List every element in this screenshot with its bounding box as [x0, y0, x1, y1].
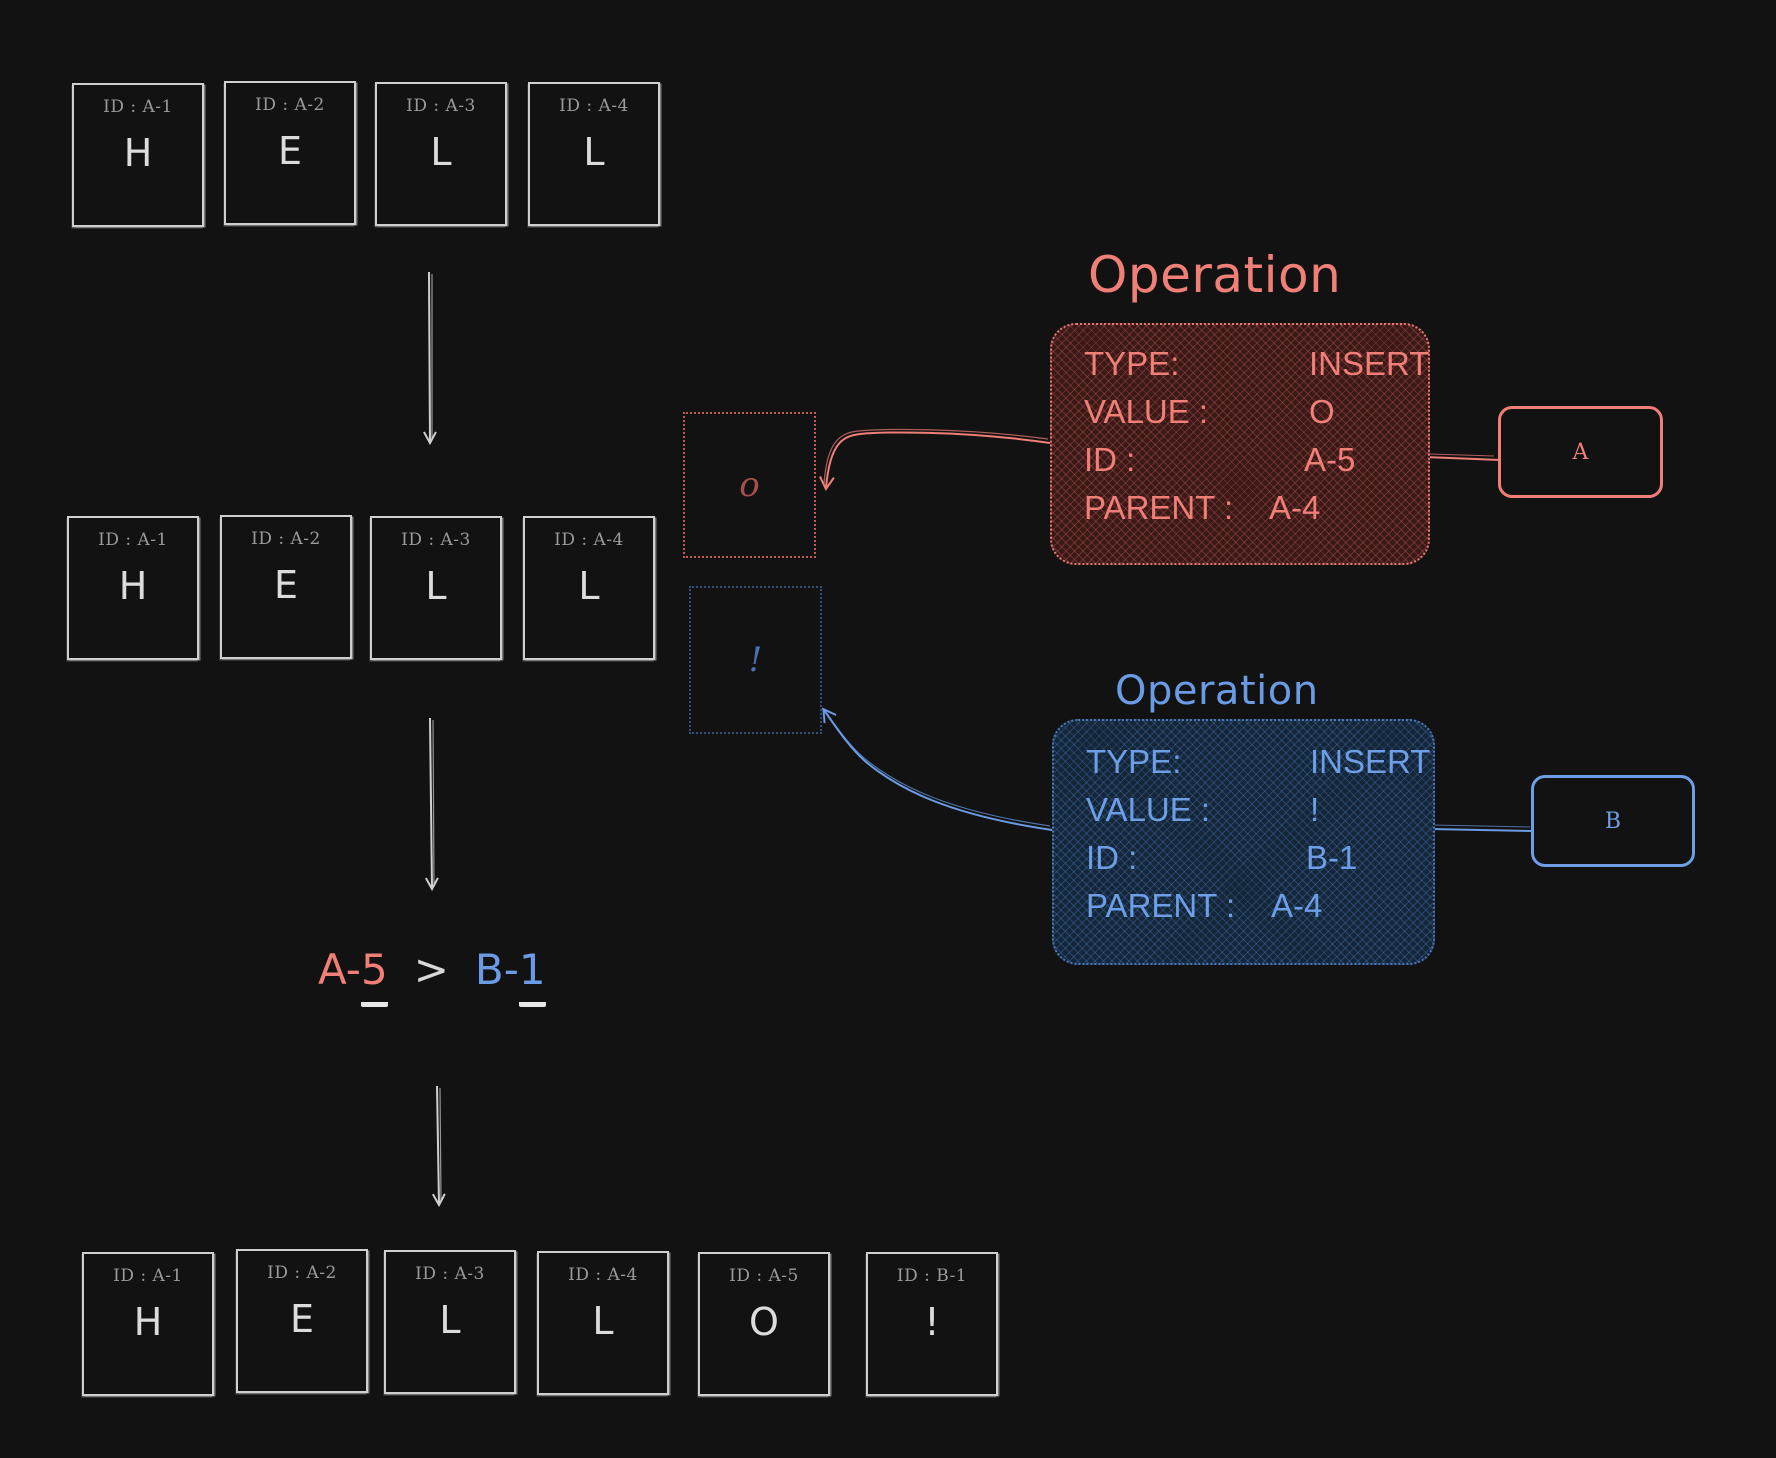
op-b-type-value: INSERT — [1310, 743, 1431, 780]
op-b-parent-key: PARENT : — [1086, 887, 1236, 924]
op-b-id-value: B-1 — [1306, 839, 1358, 876]
flow-arrow-2 — [430, 717, 434, 888]
flow-arrow-1 — [429, 271, 432, 442]
cell-id: ID : A-4 — [554, 530, 624, 550]
char-cell: ID : A-3 L — [384, 1250, 516, 1394]
char-cell: ID : A-5 O — [698, 1252, 830, 1396]
pending-char-b: ! — [689, 586, 822, 734]
cell-value: O — [749, 1300, 779, 1344]
operation-b-title: Operation — [1115, 668, 1319, 714]
char-cell: ID : A-2 E — [220, 515, 352, 659]
char-cell: ID : A-3 L — [375, 82, 507, 226]
cell-value: L — [430, 130, 452, 174]
pending-char-a: o — [683, 412, 816, 558]
cell-value: L — [578, 564, 600, 608]
op-a-type-value: INSERT — [1309, 345, 1430, 382]
op-a-parent-value: A-4 — [1269, 489, 1321, 526]
flow-arrow-3 — [437, 1085, 441, 1204]
char-cell: ID : A-3 L — [370, 516, 502, 660]
op-a-row-id: ID : A-5 — [1084, 441, 1418, 489]
compare-left-prefix: A- — [318, 945, 361, 994]
cell-id: ID : A-1 — [98, 530, 168, 550]
char-cell: ID : A-2 E — [224, 81, 356, 225]
op-a-id-key: ID : — [1084, 441, 1136, 478]
operation-a-box: TYPE: INSERT VALUE : O ID : A-5 PARENT :… — [1050, 323, 1430, 565]
cell-id: ID : A-3 — [415, 1264, 485, 1284]
operation-b-box: TYPE: INSERT VALUE : ! ID : B-1 PARENT :… — [1052, 719, 1435, 965]
cell-value: H — [133, 1300, 163, 1344]
compare-right-prefix: B- — [474, 945, 519, 994]
op-b-id-key: ID : — [1086, 839, 1138, 876]
cell-value: L — [439, 1298, 461, 1342]
cell-id: ID : A-4 — [559, 96, 629, 116]
replica-b-label: B — [1604, 808, 1622, 834]
operation-a-title: Operation — [1088, 246, 1342, 304]
op-a-id-value: A-5 — [1304, 441, 1356, 478]
op-b-value-key: VALUE : — [1086, 791, 1211, 828]
char-cell: ID : A-4 L — [537, 1251, 669, 1395]
cell-id: ID : A-5 — [729, 1266, 799, 1286]
replica-a-label: A — [1572, 439, 1589, 465]
op-a-row-type: TYPE: INSERT — [1084, 345, 1429, 393]
compare-operator: > — [413, 945, 449, 994]
replica-b: B — [1531, 775, 1695, 867]
char-cell: ID : A-4 L — [523, 516, 655, 660]
char-cell: ID : A-1 H — [82, 1252, 214, 1396]
op-b-value-value: ! — [1310, 791, 1320, 828]
cell-value: ! — [924, 1300, 940, 1344]
cell-id: ID : A-1 — [103, 97, 173, 117]
cell-value: H — [123, 131, 153, 175]
compare-right-digit: 1 — [518, 945, 546, 1007]
op-a-arrow — [819, 428, 1051, 491]
char-cell: ID : B-1 ! — [866, 1252, 998, 1396]
cell-id: ID : A-3 — [401, 530, 471, 550]
op-a-row-parent: PARENT : A-4 — [1084, 489, 1418, 537]
op-b-row-id: ID : B-1 — [1086, 839, 1423, 887]
op-b-parent-value: A-4 — [1271, 887, 1323, 924]
cell-value: H — [118, 564, 148, 608]
op-a-value-key: VALUE : — [1084, 393, 1209, 430]
cell-id: ID : B-1 — [896, 1266, 968, 1286]
cell-id: ID : A-1 — [113, 1266, 183, 1286]
cell-id: ID : A-2 — [251, 529, 321, 549]
cell-id: ID : A-2 — [255, 95, 325, 115]
cell-value: L — [592, 1299, 614, 1343]
op-b-arrow — [821, 707, 1053, 831]
op-b-row-parent: PARENT : A-4 — [1086, 887, 1423, 935]
char-cell: ID : A-4 L — [528, 82, 660, 226]
op-a-parent-key: PARENT : — [1084, 489, 1234, 526]
char-cell: ID : A-1 H — [67, 516, 199, 660]
cell-id: ID : A-3 — [406, 96, 476, 116]
replica-a-connector — [1424, 453, 1501, 461]
cell-id: ID : A-2 — [267, 1263, 337, 1283]
op-a-value-value: O — [1309, 393, 1335, 430]
op-a-row-value: VALUE : O — [1084, 393, 1418, 441]
cell-id: ID : A-4 — [568, 1265, 638, 1285]
cell-value: E — [289, 1297, 314, 1341]
cell-value: E — [273, 563, 298, 607]
compare-left-digit: 5 — [360, 945, 388, 1007]
op-b-row-value: VALUE : ! — [1086, 791, 1423, 839]
op-b-row-type: TYPE: INSERT — [1086, 743, 1430, 791]
char-cell: ID : A-2 E — [236, 1249, 368, 1393]
cell-value: L — [425, 564, 447, 608]
char-cell: ID : A-1 H — [72, 83, 204, 227]
replica-b-connector — [1429, 824, 1533, 832]
id-comparison: A-5 > B-1 — [318, 945, 546, 1007]
pending-char-b-value: ! — [748, 640, 763, 680]
op-a-type-key: TYPE: — [1084, 345, 1180, 382]
cell-value: L — [583, 130, 605, 174]
op-b-type-key: TYPE: — [1086, 743, 1182, 780]
pending-char-a-value: o — [739, 465, 760, 505]
cell-value: E — [277, 129, 302, 173]
replica-a: A — [1498, 406, 1663, 498]
